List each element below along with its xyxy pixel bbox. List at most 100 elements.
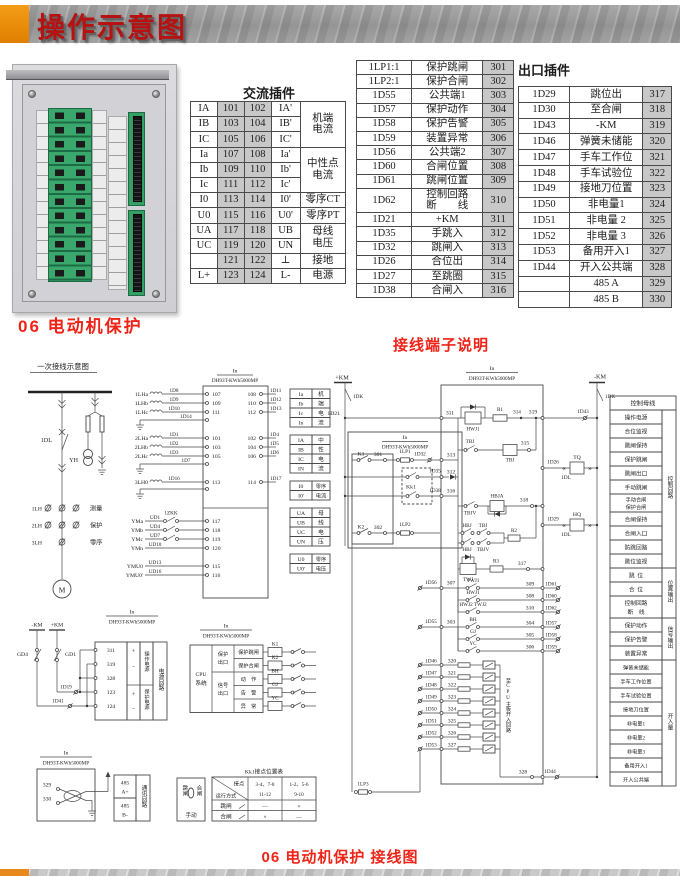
legend-row: 保护告警 — [609, 631, 663, 647]
table-cell: Ia — [190, 146, 218, 163]
table-cell: 314 — [482, 254, 514, 270]
contact-label: TBJ — [466, 439, 475, 445]
table-cell: 308 — [482, 159, 514, 175]
legend-label: 控制回路 — [625, 599, 648, 607]
table-cell: 1D57 — [355, 102, 413, 118]
terminal-id: 1D50 — [425, 707, 437, 713]
resistor-label: R2 — [511, 528, 517, 534]
table-cell: 1D56 — [355, 145, 413, 161]
table-cell: 305 — [482, 116, 514, 132]
legend-label: 手车工作位置 — [620, 678, 651, 686]
terminal-id: 1D29 — [547, 517, 559, 523]
terminal-id: 1D60 — [545, 594, 557, 600]
legend-label: 保护合闸 — [626, 503, 647, 511]
footer-accent-block — [0, 869, 29, 876]
terminal-id: 1D38 — [429, 488, 441, 494]
signal-name: I0 — [299, 484, 304, 490]
node-number: 312 — [447, 470, 456, 476]
pin-right: 112 — [248, 410, 256, 416]
terminal-id: 1D9 — [170, 397, 179, 403]
contact-label: TWJ1 — [467, 578, 480, 584]
terminal-id: 1D8 — [170, 388, 179, 394]
supply-label: 保护电源 — [143, 688, 149, 712]
box-header-in: In — [403, 435, 408, 441]
terminal-id: 1D59 — [545, 645, 557, 651]
table-cell: 118 — [243, 222, 272, 239]
table-cell: 113 — [216, 192, 245, 209]
plug-arrow: « — [562, 464, 566, 473]
cpu-output-row: 动 作 BH — [241, 669, 316, 684]
contact-label: HWJ2 TWJ2 — [459, 602, 487, 608]
table-cell: 1D50 — [518, 196, 570, 214]
table-cell: 1D26 — [355, 254, 413, 270]
legend-row: 手车试验位置 — [609, 687, 663, 703]
signal-name: UA — [297, 511, 306, 517]
box-header-model: DH93T-KWh5000MP — [469, 376, 515, 382]
legend-label: 合 位 — [629, 586, 644, 594]
signal-group-char: 线 — [318, 518, 324, 526]
signal-group-char: 电 — [318, 528, 324, 536]
table-cell: 合闸位置 — [411, 159, 484, 175]
mode-name: 合闸 — [220, 813, 232, 821]
legend-row: 非电量2 — [609, 729, 663, 745]
link-label: 1LP3 — [357, 782, 369, 788]
pin-right: 110 — [248, 401, 256, 407]
terminal-id: UD10 — [149, 542, 162, 548]
table-cell: 301 — [482, 59, 514, 76]
relay-coil-label: GJ — [272, 682, 278, 688]
signal-name: I0' — [298, 493, 304, 499]
table-cell: 零序CT — [299, 192, 346, 209]
table-cell: 1D44 — [518, 259, 570, 277]
vt-input-row: YMn UD10 120 — [131, 542, 221, 552]
legend-row: 非电量3 — [609, 743, 663, 759]
operating-circuit-box: In DH93T-KWh5000MP 311 HWJ1 R1 314 319 1… — [416, 366, 599, 785]
output-group-label: 出口 — [218, 658, 228, 666]
table-cell: Ib' — [270, 161, 301, 178]
terminal-id: 1D17 — [270, 476, 282, 482]
terminal-number: 329 — [43, 783, 52, 789]
table-cell: 1D51 — [518, 212, 570, 230]
contact-state: — — [295, 815, 302, 821]
table-cell: I0' — [270, 192, 301, 209]
table-cell: 电源 — [299, 268, 346, 285]
vt-label: YH — [69, 457, 78, 464]
legend-rows: 弹簧未储能手车工作位置手车试验位置接地刀位置非电量1非电量2非电量3备用开入1开… — [609, 659, 663, 787]
supply-label: 操作电源 — [143, 650, 149, 674]
signal-name: Ic — [299, 411, 304, 417]
table-cell: 309 — [482, 173, 514, 189]
table-cell: 1LP1:1 — [355, 59, 413, 76]
table-cell: Ic' — [270, 176, 301, 194]
legend-label: 装置异常 — [625, 650, 648, 658]
polarity-mark: - — [132, 663, 134, 670]
table-cell: 304 — [482, 102, 514, 118]
legend-label: 非电量3 — [627, 748, 646, 756]
table-cell: 至跳圈 — [411, 268, 484, 285]
signal-group-char: 电流 — [316, 491, 326, 499]
vt-input-row: YMb UD4 118 — [131, 524, 220, 534]
rs485-label: A+ — [121, 790, 128, 796]
table-cell: 1D21 — [355, 212, 413, 228]
legend-group-label: 位置输出 — [666, 579, 673, 604]
legend-row: 弹簧未储能 — [609, 659, 663, 675]
table-cell: 1D52 — [518, 228, 570, 245]
table-cell: 110 — [243, 161, 272, 178]
node-number: 309 — [526, 582, 535, 588]
contact-label: TBJV — [477, 547, 490, 553]
legend-label: 保护告警 — [625, 636, 648, 644]
cpu-output-rows: 保护跳闸 K1 保护合闸 K2 动 作 — [238, 642, 316, 711]
legend-row: 跳位监视 — [609, 553, 663, 569]
ct-name: 3LH0 — [135, 480, 148, 486]
vt-input-row: YMa UD1 117 — [131, 515, 220, 525]
power-terminal-row: 123 — [93, 690, 115, 696]
